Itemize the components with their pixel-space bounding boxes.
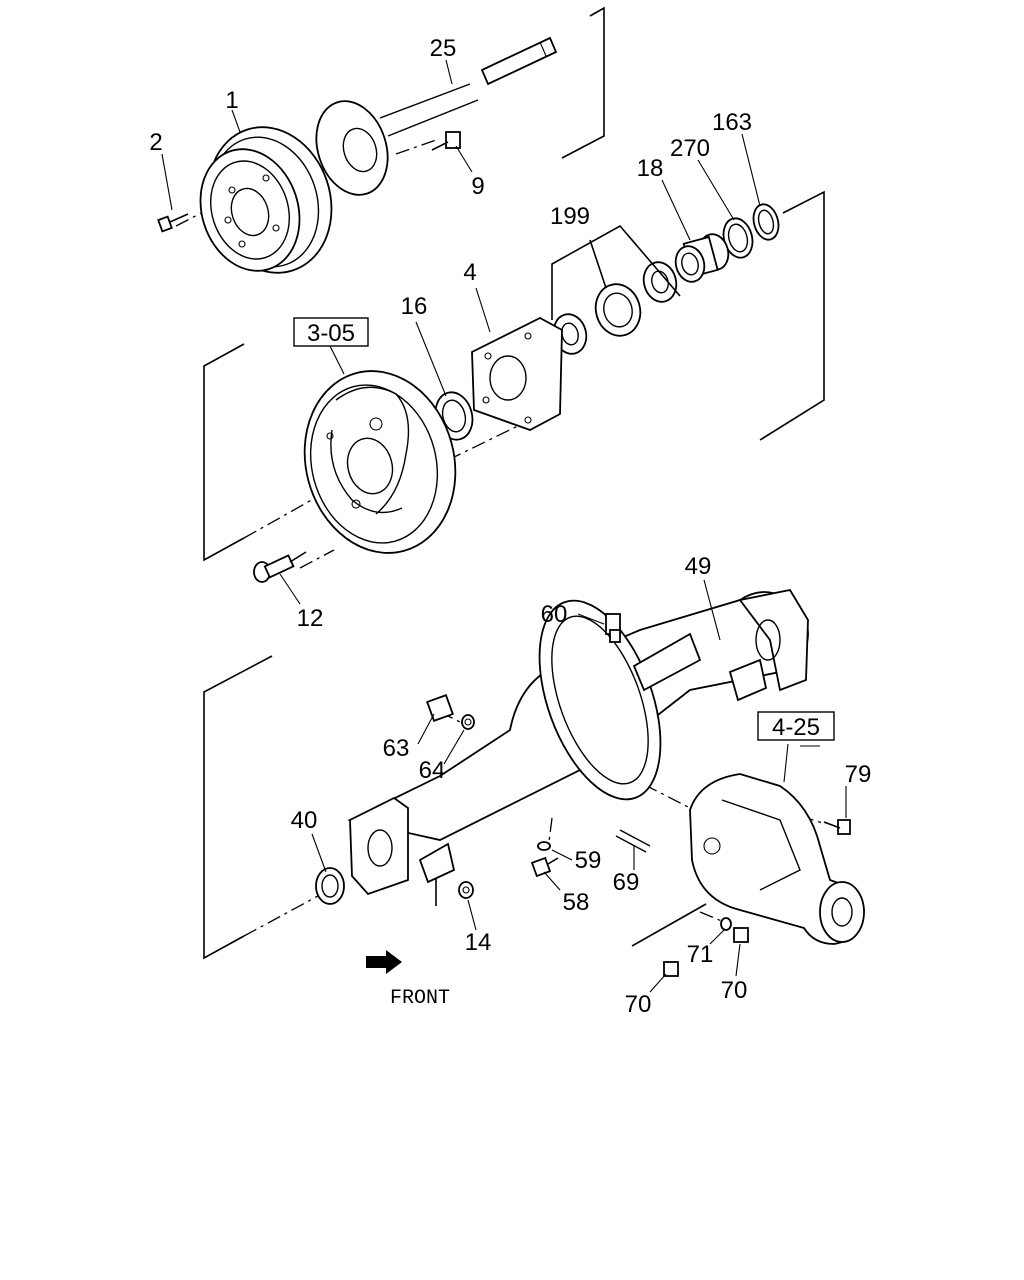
- axle-housing: [347, 588, 809, 896]
- callout-60: 60: [541, 601, 568, 628]
- front-arrow-icon: [366, 950, 402, 974]
- snap-ring: [752, 203, 780, 241]
- drum-bolt: [157, 213, 189, 233]
- ref-differential: 4-25: [772, 714, 820, 741]
- flange-nut: [458, 881, 474, 899]
- callout-63: 63: [383, 735, 410, 762]
- callout-4: 4: [463, 259, 476, 286]
- brake-drum: [199, 126, 333, 274]
- filler-plug: [426, 694, 475, 730]
- callout-71: 71: [687, 941, 714, 968]
- callout-49: 49: [685, 553, 712, 580]
- bearing-collar: [674, 233, 730, 283]
- callout-70-right: 70: [721, 977, 748, 1004]
- callout-64: 64: [419, 757, 446, 784]
- callout-70-left: 70: [625, 991, 652, 1018]
- callout-18: 18: [637, 155, 664, 182]
- front-label: FRONT: [390, 987, 450, 1010]
- leader-lines: [161, 59, 847, 993]
- callout-79: 79: [845, 761, 872, 788]
- callout-labels: 1 2 25 9 163 270 18 199 4 16 12 49 60 63…: [149, 35, 871, 1018]
- ref-box-differential: 4-25: [757, 711, 835, 741]
- carrier-bolt: [823, 819, 851, 835]
- callout-69: 69: [613, 869, 640, 896]
- callout-14: 14: [465, 929, 492, 956]
- brake-backing-plate: [303, 370, 457, 554]
- callout-2: 2: [149, 129, 162, 156]
- callout-199: 199: [550, 203, 590, 230]
- differential-carrier: [689, 773, 865, 945]
- differential-stud: [615, 829, 651, 853]
- callout-1: 1: [225, 87, 238, 114]
- hub-stud: [431, 131, 461, 151]
- callout-58: 58: [563, 889, 590, 916]
- carrier-nut-b: [663, 961, 679, 977]
- carrier-washer: [720, 917, 732, 931]
- drain-plug-set: [530, 841, 559, 878]
- axle-shaft: [315, 36, 558, 196]
- ref-brake-assembly: 3-05: [307, 320, 355, 347]
- callout-12: 12: [297, 605, 324, 632]
- backing-plate-bolt: [253, 551, 307, 583]
- callout-9: 9: [471, 173, 484, 200]
- callout-163: 163: [712, 109, 752, 136]
- taper-bearing-set: [551, 224, 681, 355]
- callout-16: 16: [401, 293, 428, 320]
- frame-lines-upper: [203, 6, 825, 960]
- callout-40: 40: [291, 807, 318, 834]
- carrier-nut-a: [733, 927, 749, 943]
- callout-59: 59: [575, 847, 602, 874]
- bearing-holder: [471, 316, 563, 431]
- axle-oil-seal: [315, 867, 345, 905]
- callout-270: 270: [670, 135, 710, 162]
- breather-plug: [605, 613, 621, 643]
- callout-25: 25: [430, 35, 457, 62]
- ref-box-brake-assembly: 3-05: [293, 317, 369, 347]
